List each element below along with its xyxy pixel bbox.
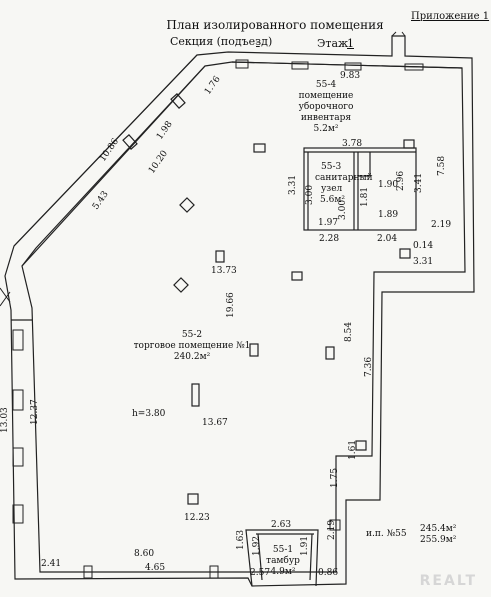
dim-1-92: 1.92 [252, 535, 262, 556]
room-55-3-area: 5.6м² [320, 195, 345, 205]
dim-4-65: 4.65 [145, 563, 166, 573]
dim-13-03: 13.03 [0, 407, 10, 433]
totals-area-1: 245.4м² [420, 524, 457, 534]
dim-1-97: 1.97 [318, 218, 339, 228]
dim-8-54: 8.54 [344, 321, 354, 342]
room-55-2-area: 240.2м² [173, 352, 211, 362]
dim-2-57: 2.57 [250, 568, 271, 578]
ceiling-height: h=3.80 [132, 409, 166, 419]
section-value: - [256, 35, 260, 48]
outer-wall-inner [21, 61, 466, 573]
vestibule-outline [245, 529, 319, 587]
room-55-4-name2: уборочного [298, 102, 354, 112]
dim-1-91: 1.91 [300, 535, 310, 556]
totals-area-2: 255.9м² [420, 535, 457, 545]
dim-7-58: 7.58 [437, 155, 447, 176]
dim-2-28: 2.28 [319, 234, 340, 244]
room-55-3-code: 55-3 [321, 162, 342, 172]
dim-3-41: 3.41 [414, 172, 424, 193]
dim-8-60: 8.60 [134, 549, 155, 559]
room-55-4-area: 5.2м² [313, 124, 339, 134]
dim-2-19-a: 2.19 [431, 220, 452, 230]
dim-2-19-b: 2.19 [327, 519, 337, 540]
dim-1-90: 1.90 [378, 180, 399, 190]
dim-3-78: 3.78 [342, 139, 363, 149]
room-55-4-name1: помещение [298, 91, 354, 101]
dim-2-63: 2.63 [271, 520, 292, 530]
realt-watermark: REALT [419, 573, 477, 589]
dim-1-75: 1.75 [330, 467, 340, 488]
dim-2-41: 2.41 [41, 559, 62, 569]
dim-0-14: 0.14 [413, 241, 434, 251]
dim-0-86: 0.86 [318, 568, 339, 578]
storage-room-outline [303, 147, 417, 231]
room-55-1-area: 4.9м² [270, 567, 296, 577]
dim-19-66: 19.66 [226, 292, 236, 318]
dim-3-00-a: 3.00 [305, 184, 315, 205]
floor-value: 1 [347, 37, 354, 50]
outer-wall-outline [4, 35, 475, 587]
room-55-1-name: тамбур [266, 556, 300, 566]
dim-2-96: 2.96 [396, 170, 406, 191]
dim-1-63: 1.63 [236, 529, 246, 550]
dim-7-36: 7.36 [364, 356, 374, 377]
dim-13-73: 13.73 [211, 266, 237, 276]
room-55-1-code: 55-1 [272, 545, 294, 555]
room-55-2-code: 55-2 [181, 330, 203, 340]
room-55-3-name1: санитарный [315, 173, 373, 183]
dim-3-31-a: 3.31 [288, 174, 298, 195]
dim-12-23: 12.23 [184, 513, 210, 523]
room-55-4-name3: инвентаря [300, 113, 352, 123]
dim-3-31-b: 3.31 [413, 257, 434, 267]
dim-13-67: 13.67 [202, 418, 228, 428]
dim-1-89: 1.89 [378, 210, 399, 220]
dim-2-04: 2.04 [377, 234, 398, 244]
dim-3-00-b: 3.00 [338, 199, 348, 220]
room-55-2-name: торговое помещение №1 [133, 341, 251, 351]
room-55-4-code: 55-4 [315, 80, 337, 90]
room-55-3-name2: узел [321, 184, 343, 194]
appendix-label: Приложение 1 [411, 11, 490, 22]
dim-1-81: 1.81 [360, 186, 370, 207]
plan-title: План изолированного помещения [166, 18, 384, 32]
totals-label: и.п. №55 [366, 529, 407, 539]
section-label: Секция (подъезд) [170, 35, 273, 48]
floor-label: Этаж [317, 37, 349, 50]
dim-1-61: 1.61 [348, 439, 358, 460]
dim-9-83: 9.83 [340, 71, 361, 81]
dim-12-37: 12.37 [30, 399, 40, 425]
